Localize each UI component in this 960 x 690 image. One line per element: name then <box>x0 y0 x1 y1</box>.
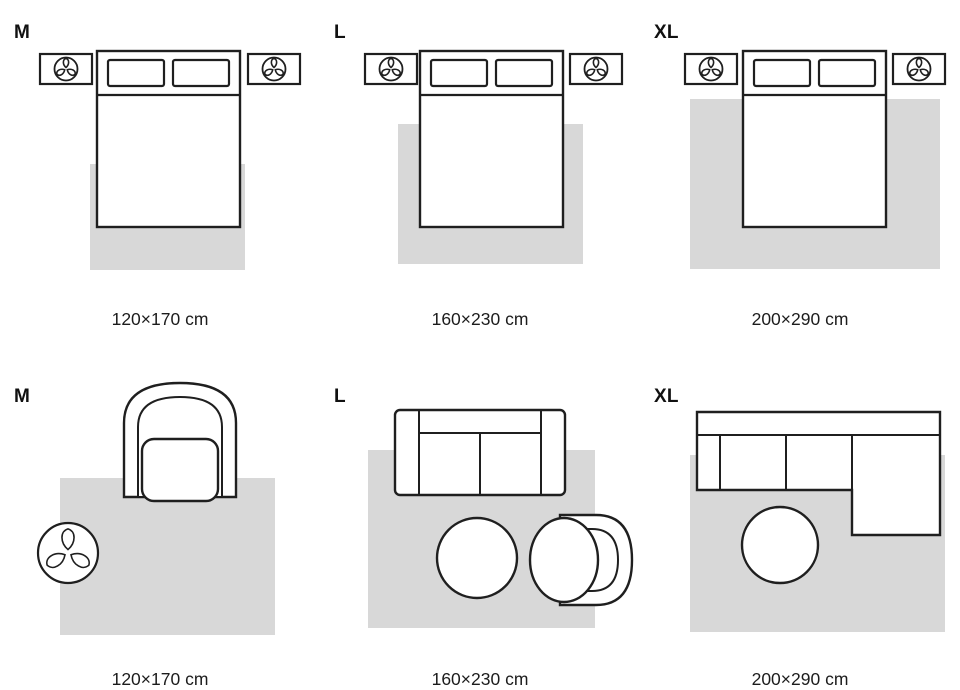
nightstand-icon <box>248 54 300 84</box>
plant-icon <box>36 521 100 585</box>
bed-icon <box>418 49 565 229</box>
coffee-table-icon <box>435 516 519 600</box>
bedroom-m-illustration <box>0 49 320 270</box>
size-label: M <box>14 385 31 407</box>
size-label: M <box>14 21 31 43</box>
rug-dimensions: 200×290 cm <box>751 668 849 689</box>
armchair-icon <box>122 381 238 503</box>
nightstand-icon <box>365 54 417 84</box>
rug-dimensions: 120×170 cm <box>111 308 209 329</box>
panel-bedroom-m: M 120×170 cm <box>0 0 320 345</box>
nightstand-icon <box>570 54 622 84</box>
panel-bedroom-xl: XL 200×290 cm <box>640 0 960 345</box>
bedroom-xl-illustration <box>640 49 960 269</box>
coffee-table-icon <box>740 505 820 585</box>
panel-living-room-l: L 160×230 cm <box>320 345 640 690</box>
panel-living-room-xl: XL 200×290 cm <box>640 345 960 690</box>
rug-dimensions: 120×170 cm <box>111 668 209 689</box>
living-room-m-illustration <box>36 381 275 635</box>
panel-bedroom-l: L 160×230 cm <box>320 0 640 345</box>
size-label: L <box>334 21 346 43</box>
rug-dimensions: 200×290 cm <box>751 308 849 329</box>
size-label: L <box>334 385 346 407</box>
rug-dimensions: 160×230 cm <box>431 308 529 329</box>
bed-icon <box>95 49 242 229</box>
armchair-icon <box>528 513 634 607</box>
size-label: XL <box>654 385 679 407</box>
nightstand-icon <box>685 54 737 84</box>
bed-icon <box>741 49 888 229</box>
nightstand-icon <box>40 54 92 84</box>
living-room-xl-illustration <box>690 410 945 632</box>
sofa-icon <box>393 408 567 497</box>
bedroom-l-illustration <box>320 49 640 264</box>
panel-living-room-m: M 120×170 cm <box>0 345 320 690</box>
sectional-sofa-icon <box>695 410 942 537</box>
rug-dimensions: 160×230 cm <box>431 668 529 689</box>
size-label: XL <box>654 21 679 43</box>
nightstand-icon <box>893 54 945 84</box>
living-room-l-illustration <box>368 408 634 628</box>
